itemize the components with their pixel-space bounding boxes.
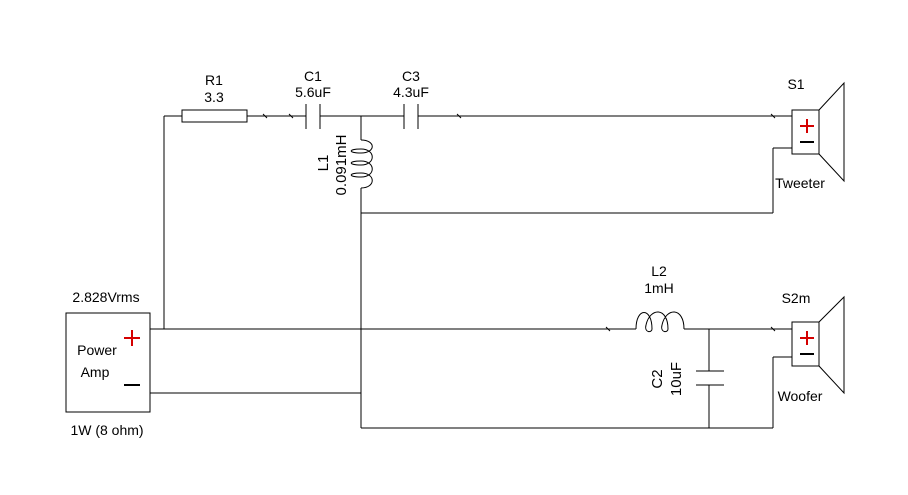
inductor-l1[interactable]: L1 0.091mH: [315, 135, 373, 196]
inductor-l2-coil: [635, 311, 685, 333]
inductor-l2-value: 1mH: [644, 280, 674, 296]
inductor-l2[interactable]: L2 1mH: [635, 263, 685, 333]
capacitor-c3-ref: C3: [402, 68, 420, 84]
capacitor-c1[interactable]: C1 5.6uF: [295, 68, 331, 129]
power-amp-label-line1: Power: [77, 342, 117, 358]
capacitor-c3-value: 4.3uF: [393, 84, 429, 100]
pin-tick: [770, 113, 776, 119]
capacitor-c3[interactable]: C3 4.3uF: [393, 68, 429, 129]
speaker-s1-tweeter[interactable]: S1 Tweeter: [775, 76, 845, 191]
pin-ticks: [262, 113, 776, 332]
resistor-r1-body: [181, 109, 248, 123]
resistor-r1[interactable]: R1 3.3: [181, 72, 248, 123]
power-amp-box: [65, 312, 151, 413]
pin-tick: [770, 326, 776, 332]
power-amp-label-line2: Amp: [81, 364, 110, 380]
speaker-s1-label: Tweeter: [775, 175, 825, 191]
speaker-s2m-woofer[interactable]: S2m Woofer: [778, 290, 845, 404]
power-amp-voltage: 2.828Vrms: [72, 289, 139, 305]
speaker-s2m-label: Woofer: [778, 388, 823, 404]
speaker-s1-ref: S1: [787, 76, 804, 92]
power-amp-rating: 1W (8 ohm): [70, 422, 143, 438]
speaker-s2m-magnet: [791, 321, 820, 367]
capacitor-c2[interactable]: C2 10uF: [649, 362, 724, 396]
power-amp[interactable]: Power Amp 2.828Vrms 1W (8 ohm): [65, 289, 151, 438]
inductor-l1-ref: L1: [315, 155, 332, 172]
capacitor-c1-value: 5.6uF: [295, 84, 331, 100]
inductor-l2-ref: L2: [651, 263, 667, 279]
capacitor-c1-ref: C1: [304, 68, 322, 84]
pin-tick: [262, 113, 268, 119]
speaker-s1-cone: [818, 81, 845, 183]
capacitor-c2-value: 10uF: [668, 362, 685, 396]
speaker-s1-magnet: [791, 109, 820, 155]
inductor-l1-coil: [350, 139, 373, 189]
capacitor-c2-ref: C2: [649, 369, 666, 388]
pin-tick: [605, 326, 611, 332]
resistor-r1-value: 3.3: [204, 89, 224, 105]
inductor-l1-value: 0.091mH: [333, 135, 350, 196]
resistor-r1-ref: R1: [205, 72, 223, 88]
wires: [150, 115, 792, 429]
pin-tick: [456, 113, 462, 119]
speaker-s2m-cone: [818, 295, 845, 395]
speaker-s2m-ref: S2m: [782, 290, 811, 306]
pin-tick: [288, 113, 294, 119]
